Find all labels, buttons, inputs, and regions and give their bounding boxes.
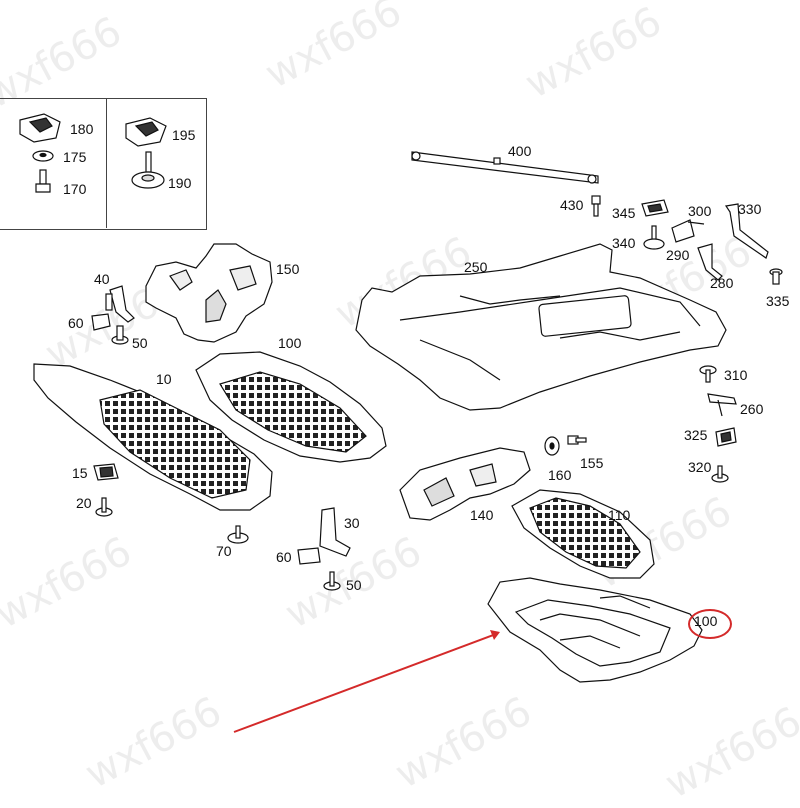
underbody-shield-100-highlighted bbox=[487, 577, 703, 683]
screw-icon bbox=[567, 435, 587, 445]
callout-label: 50 bbox=[346, 577, 362, 593]
screw-washer-icon bbox=[711, 465, 729, 483]
callout-label: 195 bbox=[172, 127, 196, 143]
callout-label: 175 bbox=[63, 149, 87, 165]
screw-icon bbox=[95, 497, 113, 517]
callout-label: 290 bbox=[666, 247, 690, 263]
callout-label: 335 bbox=[766, 293, 790, 309]
callout-label: 190 bbox=[168, 175, 192, 191]
underbody-panel-250 bbox=[355, 243, 727, 411]
callout-label: 30 bbox=[344, 515, 360, 531]
callout-label: 60 bbox=[68, 315, 84, 331]
screw-washer-icon bbox=[131, 151, 165, 189]
callout-label: 150 bbox=[276, 261, 300, 277]
screw-washer-icon bbox=[227, 525, 249, 544]
callout-label: 325 bbox=[684, 427, 708, 443]
clip-icon bbox=[91, 313, 111, 331]
callout-label: 300 bbox=[688, 203, 712, 219]
callout-label: 70 bbox=[216, 543, 232, 559]
highlight-circle bbox=[688, 609, 732, 639]
stud-icon bbox=[643, 225, 665, 250]
callout-label: 10 bbox=[156, 371, 172, 387]
callout-label: 20 bbox=[76, 495, 92, 511]
callout-label: 320 bbox=[688, 459, 712, 475]
clip-nut-icon bbox=[125, 117, 167, 147]
callout-label: 330 bbox=[738, 201, 762, 217]
callout-label: 280 bbox=[710, 275, 734, 291]
callout-label: 60 bbox=[276, 549, 292, 565]
bolt-icon bbox=[769, 268, 783, 285]
screw-icon bbox=[699, 365, 717, 383]
support-bar-400 bbox=[411, 151, 599, 184]
washer-icon bbox=[544, 436, 560, 456]
legend-divider bbox=[106, 98, 107, 228]
bracket-icon bbox=[671, 219, 705, 243]
washer-icon bbox=[32, 150, 54, 162]
callout-label: 140 bbox=[470, 507, 494, 523]
callout-label: 50 bbox=[132, 335, 148, 351]
callout-label: 430 bbox=[560, 197, 584, 213]
underbody-shield-100-upper bbox=[195, 351, 387, 463]
bracket-icon bbox=[319, 507, 351, 557]
bolt-icon bbox=[35, 169, 51, 193]
clip-icon bbox=[715, 427, 737, 447]
callout-label: 260 bbox=[740, 401, 764, 417]
callout-label: 310 bbox=[724, 367, 748, 383]
shield-110 bbox=[511, 489, 655, 579]
callout-label: 110 bbox=[608, 507, 631, 523]
bracket-icon bbox=[697, 243, 723, 281]
bracket-assembly-140 bbox=[399, 447, 531, 521]
bracket-assembly-150 bbox=[145, 243, 273, 343]
highlight-arrow bbox=[233, 630, 500, 733]
callout-label: 40 bbox=[94, 271, 110, 287]
callout-label: 155 bbox=[580, 455, 604, 471]
bracket-icon bbox=[105, 285, 135, 323]
callout-label: 180 bbox=[70, 121, 94, 137]
callout-label: 100 bbox=[278, 335, 302, 351]
bracket-icon bbox=[724, 203, 769, 259]
clip-icon bbox=[641, 199, 669, 217]
callout-label: 170 bbox=[63, 181, 87, 197]
front-shield-10 bbox=[33, 363, 273, 511]
fastener-legend bbox=[0, 98, 207, 230]
callout-label: 160 bbox=[548, 467, 572, 483]
callout-label: 400 bbox=[508, 143, 532, 159]
callout-label: 15 bbox=[72, 465, 88, 481]
bracket-icon bbox=[707, 393, 737, 417]
screw-icon bbox=[323, 571, 341, 591]
callout-label: 345 bbox=[612, 205, 636, 221]
bolt-icon bbox=[591, 195, 601, 217]
screw-icon bbox=[111, 325, 129, 345]
clip-nut-icon bbox=[19, 113, 61, 143]
callout-label: 340 bbox=[612, 235, 636, 251]
clip-icon bbox=[297, 547, 321, 565]
callout-label: 250 bbox=[464, 259, 488, 275]
clip-icon bbox=[93, 463, 119, 481]
